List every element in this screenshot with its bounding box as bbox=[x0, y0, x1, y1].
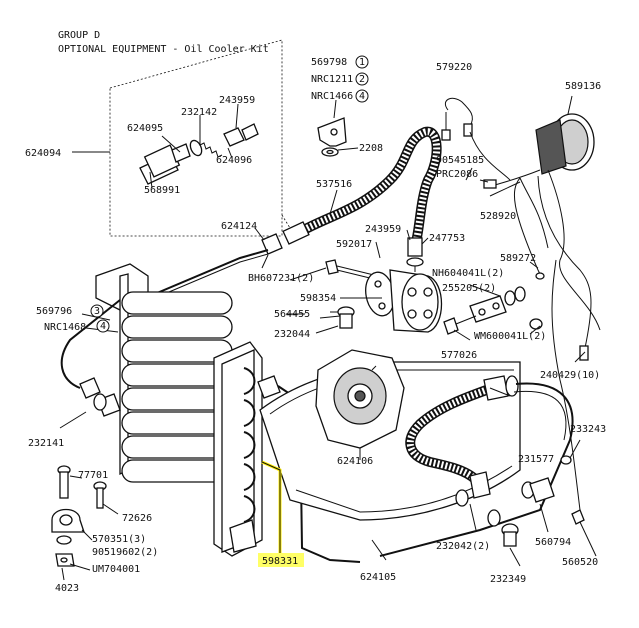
pipe-624124 bbox=[119, 227, 283, 319]
callout-4b: 4 bbox=[100, 321, 106, 332]
part-nrc1466: NRC1466 bbox=[311, 91, 353, 102]
part-77701: 77701 bbox=[78, 470, 108, 481]
leader-564455 bbox=[319, 315, 341, 319]
part-560520: 560520 bbox=[562, 557, 598, 568]
part-568991: 568991 bbox=[144, 185, 180, 196]
part-598331: 598331 bbox=[262, 556, 298, 567]
part-90519602: 90519602(2) bbox=[92, 547, 158, 558]
part-232141: 232141 bbox=[28, 438, 64, 449]
fixings-bottom-left bbox=[51, 465, 119, 581]
part-233243: 233243 bbox=[570, 424, 606, 435]
part-589272: 589272 bbox=[500, 253, 536, 264]
bracket-569798 bbox=[317, 99, 359, 157]
part-592017: 592017 bbox=[336, 239, 372, 250]
part-564455: 564455 bbox=[274, 309, 310, 320]
part-569796: 569796 bbox=[36, 306, 72, 317]
part-598354: 598354 bbox=[300, 293, 336, 304]
bracket-255205 bbox=[443, 284, 543, 341]
adaptor-detail-box bbox=[80, 39, 291, 237]
grommet-233243 bbox=[560, 439, 581, 465]
callout-circle-3 bbox=[90, 304, 104, 318]
part-624095: 624095 bbox=[127, 123, 163, 134]
callout-3: 3 bbox=[94, 306, 100, 317]
part-247753: 247753 bbox=[429, 233, 465, 244]
callout-circle-4 bbox=[355, 89, 369, 103]
part-560794: 560794 bbox=[535, 537, 571, 548]
part-90545185: 90545185 bbox=[436, 155, 484, 166]
highlight-598331 bbox=[258, 460, 304, 567]
part-nrc1211: NRC1211 bbox=[311, 74, 353, 85]
part-579220: 579220 bbox=[436, 62, 472, 73]
callout-4: 4 bbox=[359, 91, 365, 102]
callout-circle-2 bbox=[355, 72, 369, 86]
callout-circle-4b bbox=[96, 319, 110, 333]
part-570351: 570351(3) bbox=[92, 534, 146, 545]
callout-2: 2 bbox=[359, 74, 365, 85]
oil-temp-gauge bbox=[535, 95, 595, 175]
part-nh604041l: NH604041L(2) bbox=[432, 268, 504, 279]
part-prc2086: PRC2086 bbox=[436, 169, 478, 180]
part-589136: 589136 bbox=[565, 81, 601, 92]
part-nrc1468: NRC1468 bbox=[44, 322, 86, 333]
wiring bbox=[441, 97, 601, 511]
part-577026: 577026 bbox=[441, 350, 477, 361]
part-wm600041l: WM600041L(2) bbox=[474, 331, 546, 342]
part-72626: 72626 bbox=[122, 513, 152, 524]
callout-1: 1 bbox=[359, 57, 365, 68]
part-232142: 232142 bbox=[181, 107, 217, 118]
part-2208: 2208 bbox=[359, 143, 383, 154]
part-624124: 624124 bbox=[221, 221, 257, 232]
part-255205: 255205(2) bbox=[442, 283, 496, 294]
filter-head-assembly bbox=[289, 229, 443, 333]
part-bh607231: BH607231(2) bbox=[248, 273, 314, 284]
part-624094: 624094 bbox=[25, 148, 61, 159]
part-232042: 232042(2) bbox=[436, 541, 490, 552]
part-4023: 4023 bbox=[55, 583, 79, 594]
callout-circle-1 bbox=[355, 55, 369, 69]
pipe-624105 bbox=[371, 539, 387, 561]
oil-cooler-radiator bbox=[59, 263, 361, 563]
part-um704001: UM704001 bbox=[92, 564, 140, 575]
plug-564455 bbox=[315, 306, 355, 334]
return-hose bbox=[379, 375, 574, 557]
part-569798: 569798 bbox=[311, 57, 347, 68]
part-232044: 232044 bbox=[274, 329, 310, 340]
part-528920: 528920 bbox=[480, 211, 516, 222]
part-231577: 231577 bbox=[518, 454, 554, 465]
part-537516: 537516 bbox=[316, 179, 352, 190]
part-240429: 240429(10) bbox=[540, 370, 600, 381]
part-243959-a: 243959 bbox=[219, 95, 255, 106]
page-title: OPTIONAL EQUIPMENT - Oil Cooler Kit bbox=[58, 44, 269, 55]
part-232349: 232349 bbox=[490, 574, 526, 585]
group-label: GROUP D bbox=[58, 30, 100, 41]
part-624106: 624106 bbox=[337, 456, 373, 467]
part-243959-b: 243959 bbox=[365, 224, 401, 235]
fittings-lower-right bbox=[455, 471, 597, 567]
part-624105: 624105 bbox=[360, 572, 396, 583]
hose-537516 bbox=[282, 126, 442, 248]
adaptor-parts bbox=[139, 103, 259, 189]
part-624096: 624096 bbox=[216, 155, 252, 166]
